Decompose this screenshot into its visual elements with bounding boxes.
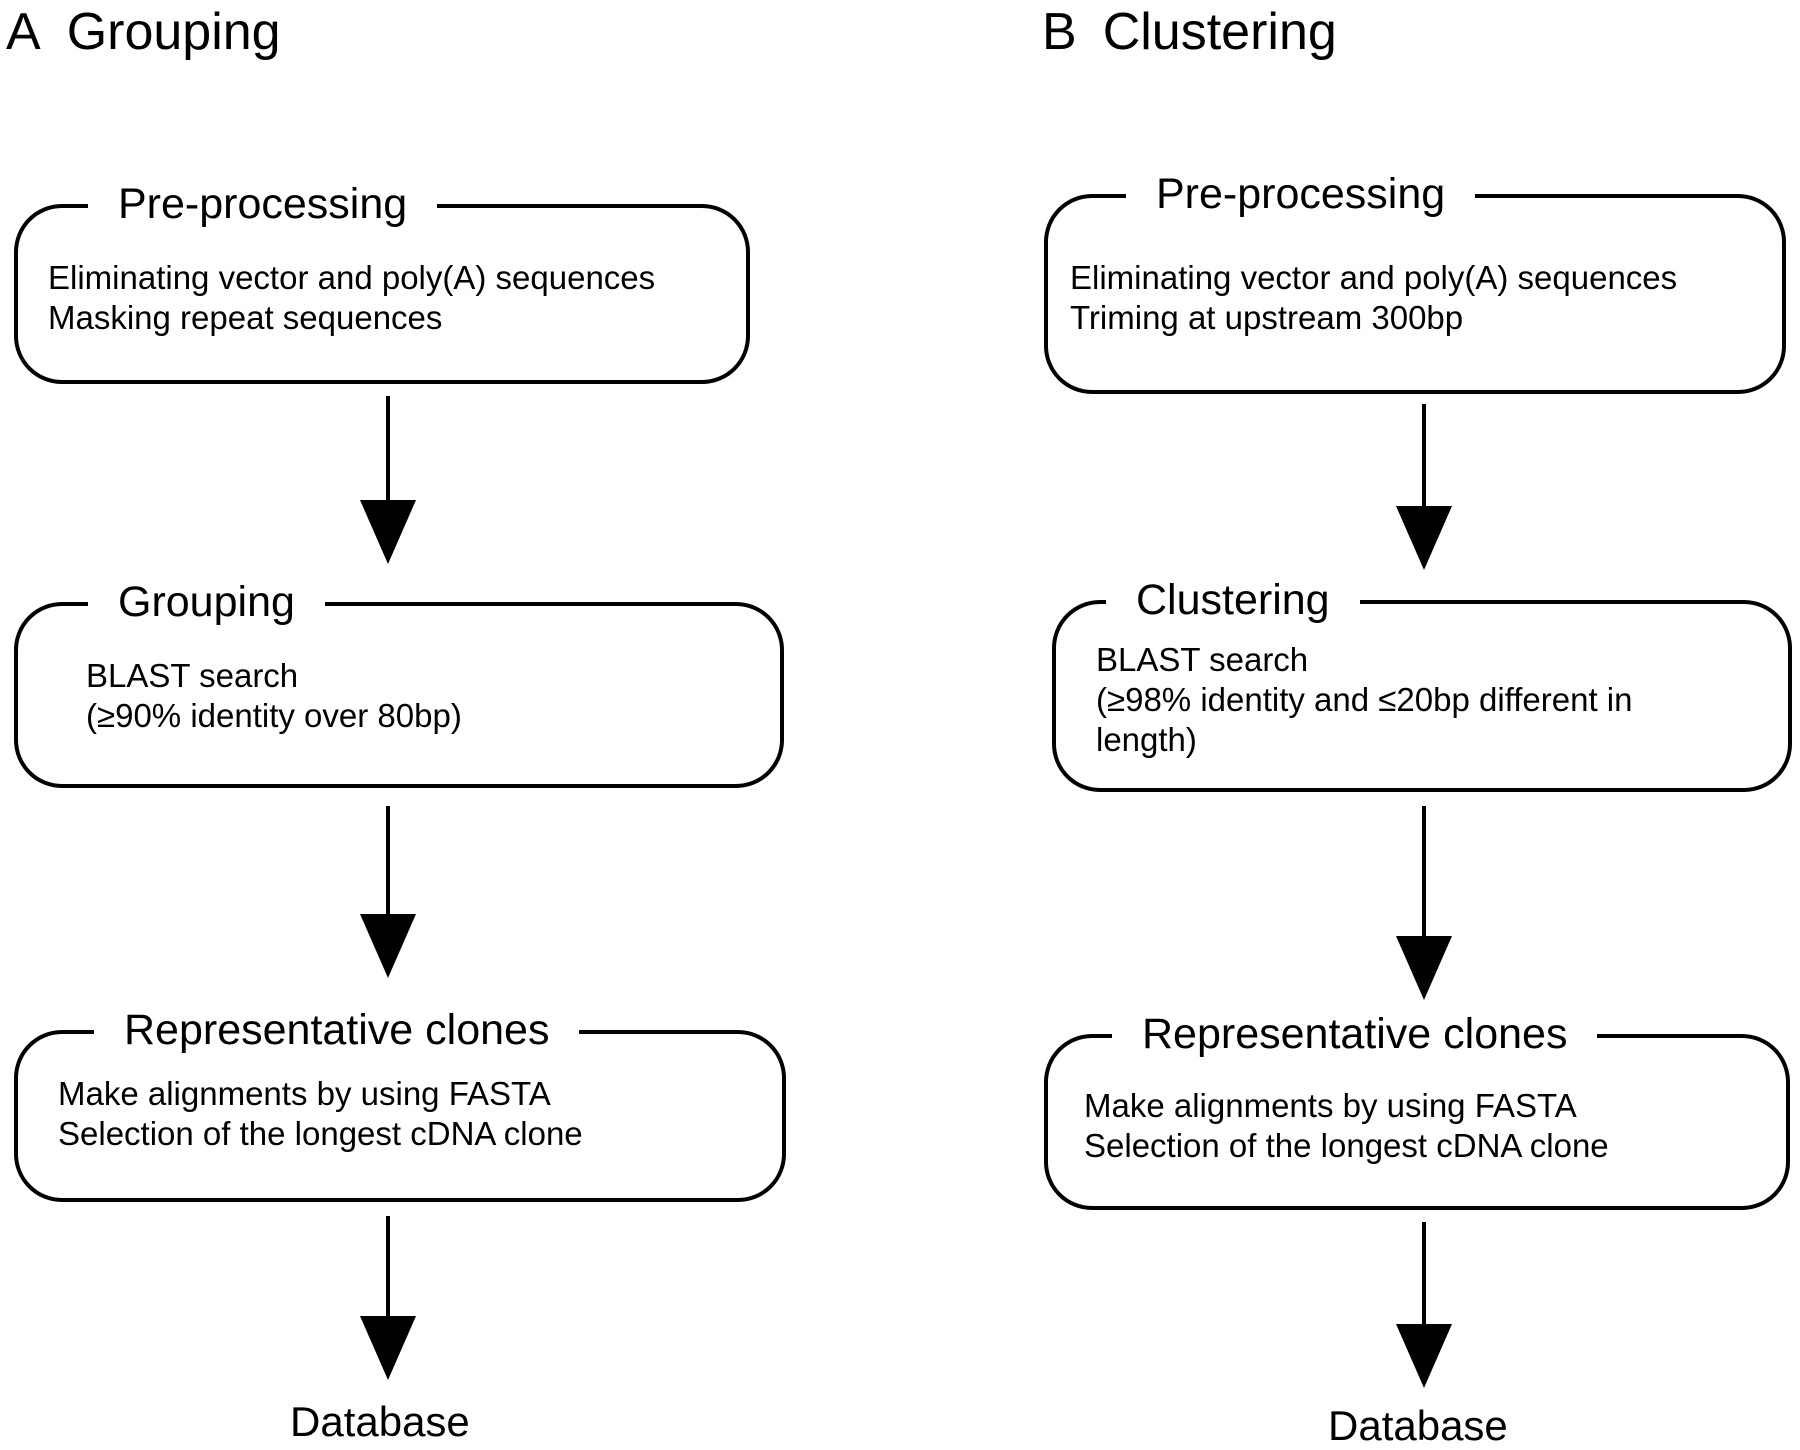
panel-a-arrow-1 (356, 396, 420, 564)
panel-a-grouping-box: Grouping BLAST search (≥90% identity ove… (14, 574, 784, 788)
panel-b-arrow-2 (1392, 806, 1456, 1000)
panel-a-letter: A (6, 3, 41, 61)
box-body: Eliminating vector and poly(A) sequences… (1070, 258, 1677, 338)
box-title: Representative clones (1112, 1006, 1598, 1062)
panel-a-arrow-2 (356, 806, 420, 978)
panel-a-database: Database (290, 1398, 470, 1445)
box-line: Selection of the longest cDNA clone (58, 1115, 583, 1152)
box-line: BLAST search (86, 657, 299, 694)
box-line: Triming at upstream 300bp (1070, 299, 1464, 336)
panel-b-title: B Clustering (1042, 2, 1337, 62)
panel-b-clustering-box: Clustering BLAST search (≥98% identity a… (1052, 572, 1792, 792)
box-line: Make alignments by using FASTA (1084, 1087, 1577, 1124)
box-body: Make alignments by using FASTA Selection… (1084, 1086, 1609, 1166)
box-line: (≥98% identity and ≤20bp different in (1096, 681, 1633, 718)
box-body: Make alignments by using FASTA Selection… (58, 1074, 583, 1154)
panel-a-preprocessing-box: Pre-processing Eliminating vector and po… (14, 176, 750, 384)
box-line: Make alignments by using FASTA (58, 1075, 551, 1112)
box-title: Grouping (88, 574, 325, 630)
box-line: length) (1096, 721, 1197, 758)
box-title: Clustering (1106, 572, 1360, 628)
panel-b-database: Database (1328, 1402, 1508, 1449)
box-line: (≥90% identity over 80bp) (86, 697, 462, 734)
box-body: BLAST search (≥98% identity and ≤20bp di… (1096, 640, 1632, 760)
panel-a-title: A Grouping (6, 2, 281, 62)
panel-b-preprocessing-box: Pre-processing Eliminating vector and po… (1044, 166, 1786, 394)
box-line: BLAST search (1096, 641, 1309, 678)
panel-b-arrow-1 (1392, 404, 1456, 570)
panel-b-representative-box: Representative clones Make alignments by… (1044, 1006, 1790, 1210)
panel-a-representative-box: Representative clones Make alignments by… (14, 1002, 786, 1202)
box-line: Masking repeat sequences (48, 299, 443, 336)
panel-a-heading: Grouping (66, 3, 281, 61)
box-body: BLAST search (≥90% identity over 80bp) (86, 656, 462, 736)
box-line: Eliminating vector and poly(A) sequences (48, 259, 656, 296)
panel-b-arrow-3 (1392, 1222, 1456, 1388)
box-title: Pre-processing (88, 176, 438, 232)
box-line: Selection of the longest cDNA clone (1084, 1127, 1609, 1164)
box-body: Eliminating vector and poly(A) sequences… (48, 258, 655, 338)
box-line: Eliminating vector and poly(A) sequences (1070, 259, 1678, 296)
panel-a-arrow-3 (356, 1216, 420, 1380)
panel-b-heading: Clustering (1102, 3, 1337, 61)
box-title: Pre-processing (1126, 166, 1476, 222)
box-title: Representative clones (94, 1002, 580, 1058)
panel-b-letter: B (1042, 3, 1077, 61)
